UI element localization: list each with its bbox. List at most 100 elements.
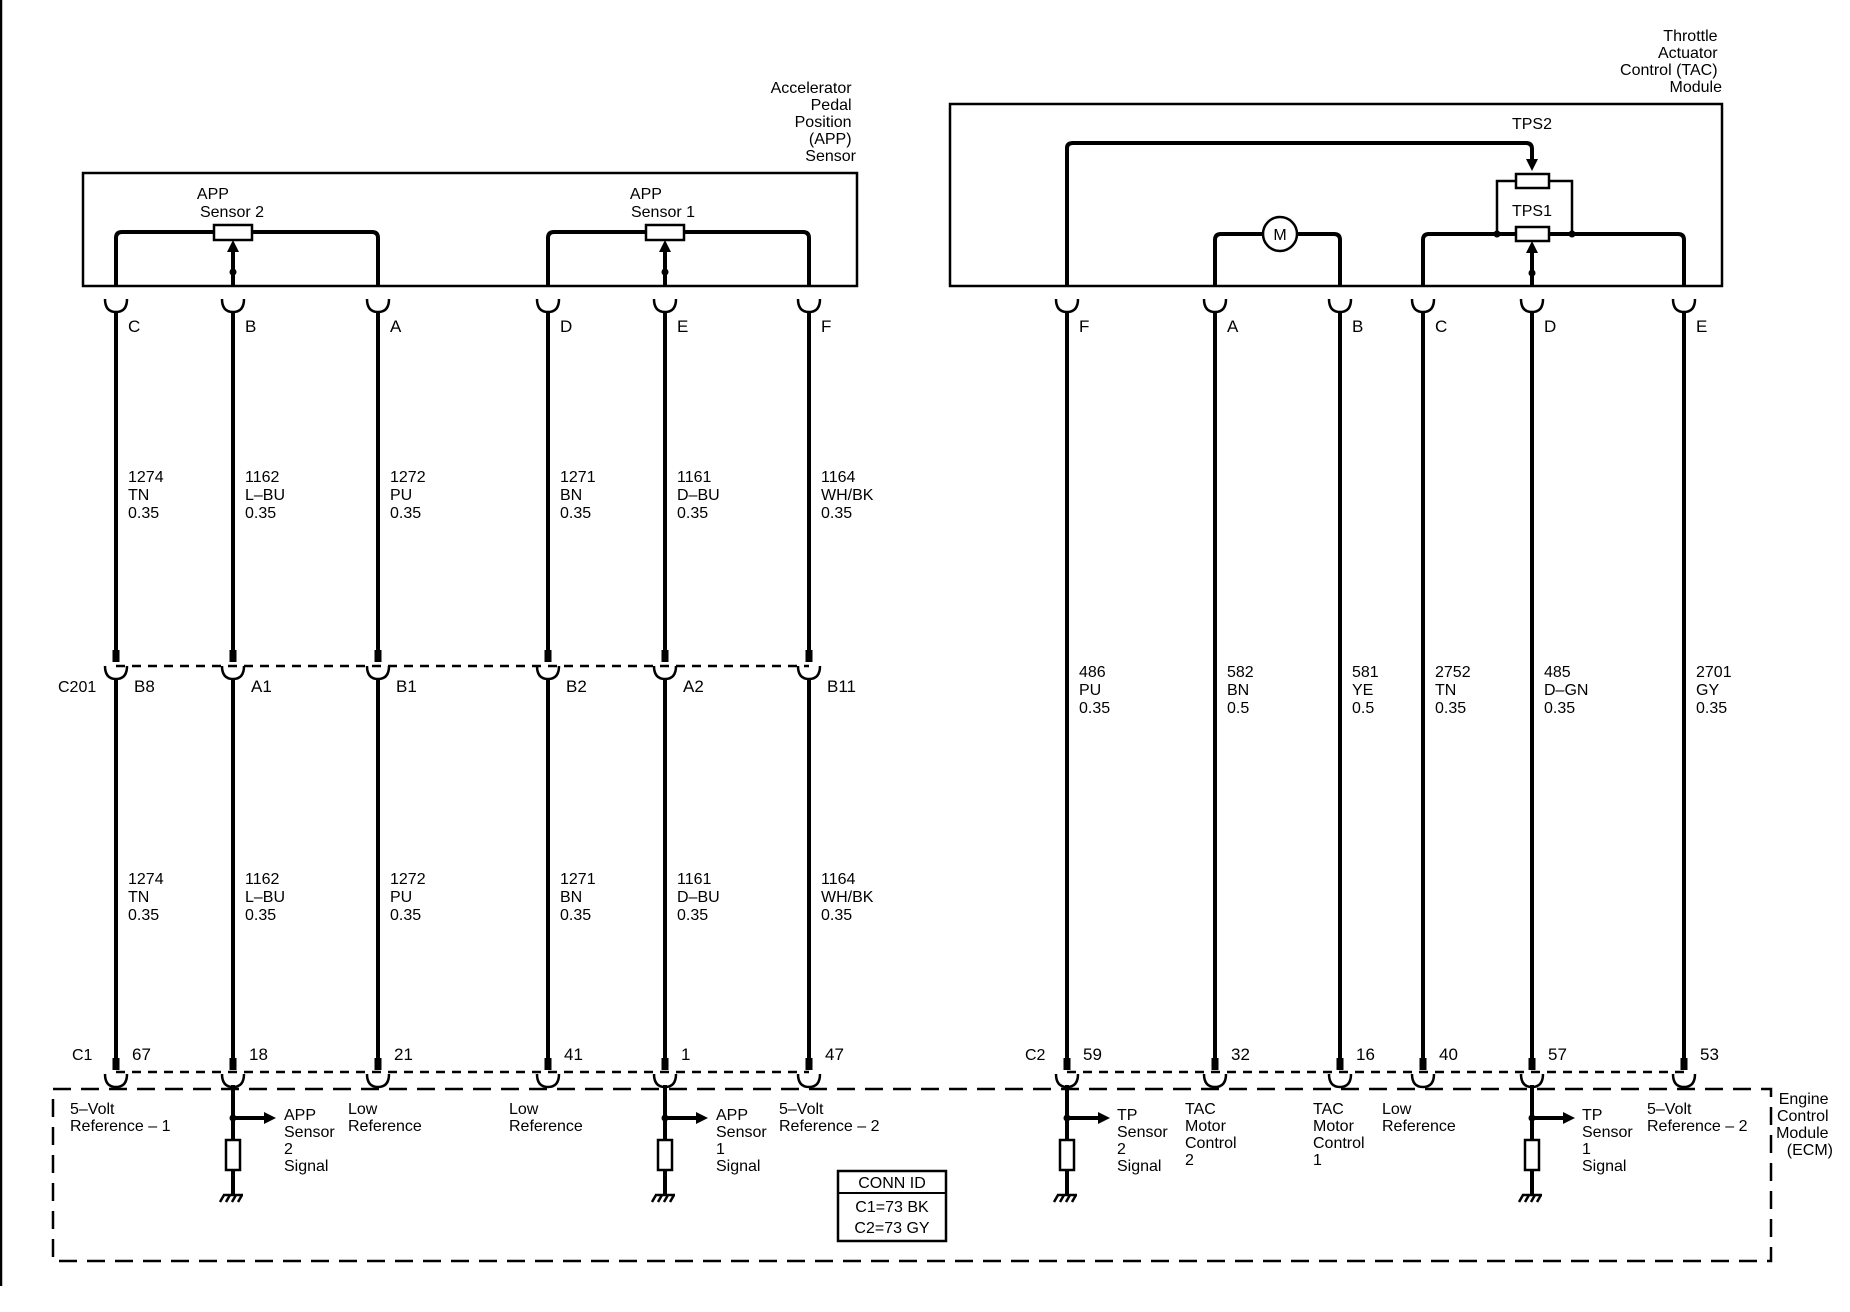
tps1-resistor <box>1514 225 1551 243</box>
circuit-8-ecm-stub <box>1211 1058 1219 1070</box>
circuit-6-c201-cup <box>796 665 822 681</box>
app-sensor-1-loop <box>546 230 811 286</box>
app-sensor-title: Accelerator Pedal Position (APP) Sensor <box>771 80 857 165</box>
app-sensor-2-loop <box>114 230 380 286</box>
circuit-10-ecm-pin-label: 40 <box>1439 1045 1458 1064</box>
circuit-8-module-cup <box>1202 298 1228 314</box>
tps1-wiper-arrow <box>1526 241 1538 253</box>
circuit-7-ecm-stub <box>1063 1058 1071 1070</box>
circuit-2-c201-stub <box>229 650 237 662</box>
tac-module: Throttle Actuator Control (TAC) Module T… <box>948 28 1724 288</box>
app-sensor-1-node <box>661 268 669 276</box>
circuit-10-ecm-cup <box>1410 1073 1436 1089</box>
circuit-7-ecm-pin-label: 59 <box>1083 1045 1102 1064</box>
circuit-11-pulldown-resistor <box>1523 1138 1541 1172</box>
motor-loop <box>1213 232 1342 286</box>
circuit-4-ecm-pin-label: 41 <box>564 1045 583 1064</box>
motor-label: M <box>1273 227 1286 244</box>
circuit-5-pin-label: E <box>677 317 688 336</box>
circuit-9-ecm-stub <box>1336 1058 1344 1070</box>
app-sensor-1-resistor <box>644 223 686 242</box>
circuit-4-c201-stub <box>544 650 552 662</box>
circuit-10-pin-label: C <box>1435 317 1447 336</box>
app-sensor-2-resistor <box>212 223 254 242</box>
tps1-loop <box>1421 232 1686 286</box>
app-sensor-1-wiper-arrow <box>659 240 671 252</box>
circuit-7-pulldown-resistor <box>1058 1138 1076 1172</box>
circuit-1-c201-pin: B8 <box>134 677 155 696</box>
circuit-12-pin-label: E <box>1696 317 1707 336</box>
circuit-1-c201-stub <box>112 650 120 662</box>
tac-module-title: Throttle Actuator Control (TAC) Module <box>1620 28 1722 96</box>
circuit-7-module-cup <box>1054 298 1080 314</box>
circuit-5-ecm-stub <box>661 1058 669 1070</box>
tps2-resistor <box>1514 172 1551 190</box>
circuit-4-ecm-stub <box>544 1058 552 1070</box>
circuit-2-module-cup <box>220 298 246 314</box>
circuit-8-ecm-pin-label: 32 <box>1231 1045 1250 1064</box>
circuit-11-pin-label: D <box>1544 317 1556 336</box>
circuit-6-c201-pin: B11 <box>827 677 856 696</box>
circuit-1-pin-label: C <box>128 317 140 336</box>
app-sensor-2-node <box>229 268 237 276</box>
app-sensor-box <box>81 171 859 288</box>
app-sensor-2-wiper-arrow <box>227 240 239 252</box>
conn-id-row-c2: C2=73 GY <box>854 1220 929 1237</box>
circuit-7-ground-icon <box>1052 1193 1078 1203</box>
circuit-6-c201-stub <box>805 650 813 662</box>
circuit-12-ecm-cup <box>1671 1073 1697 1089</box>
c201-label: C201 <box>58 679 96 696</box>
circuit-2-signal-arrow-icon <box>264 1112 276 1124</box>
circuit-5-ecm-pin-label: 1 <box>681 1045 690 1064</box>
tps1-label: TPS1 <box>1512 203 1552 220</box>
circuit-3-c201-cup <box>365 665 391 681</box>
motor-icon <box>1261 215 1299 253</box>
circuit-9-pin-label: B <box>1352 317 1363 336</box>
circuit-2-c201-cup <box>220 665 246 681</box>
circuit-12-module-cup <box>1671 298 1697 314</box>
circuit-8-pin-label: A <box>1227 317 1239 336</box>
circuit-3-module-cup <box>365 298 391 314</box>
circuit-9-module-cup <box>1327 298 1353 314</box>
circuit-1-ecm-stub <box>112 1058 120 1070</box>
circuit-2-pulldown-resistor <box>224 1138 242 1172</box>
tps2-signal-trace <box>1065 141 1534 286</box>
circuit-2-ecm-stub <box>229 1058 237 1070</box>
circuit-5-signal-arrow-icon <box>696 1112 708 1124</box>
circuit-1-c201-cup <box>103 665 129 681</box>
circuit-3-ecm-pin-label: 21 <box>394 1045 413 1064</box>
conn-id-table: CONN ID C1=73 BK C2=73 GY <box>836 1169 948 1243</box>
tps-parallel-trace <box>1495 179 1574 234</box>
circuit-11-signal-arrow-icon <box>1563 1112 1575 1124</box>
tac-module-box <box>948 102 1724 288</box>
ecm-c1-label: C1 <box>72 1047 93 1064</box>
circuit-5-c201-stub <box>661 650 669 662</box>
circuit-7-pin-label: F <box>1079 317 1089 336</box>
ecm-c2-label: C2 <box>1025 1047 1046 1064</box>
circuit-10-module-cup <box>1410 298 1436 314</box>
circuit-3-c201-pin: B1 <box>396 677 417 696</box>
circuit-11-ground-icon <box>1517 1193 1543 1203</box>
